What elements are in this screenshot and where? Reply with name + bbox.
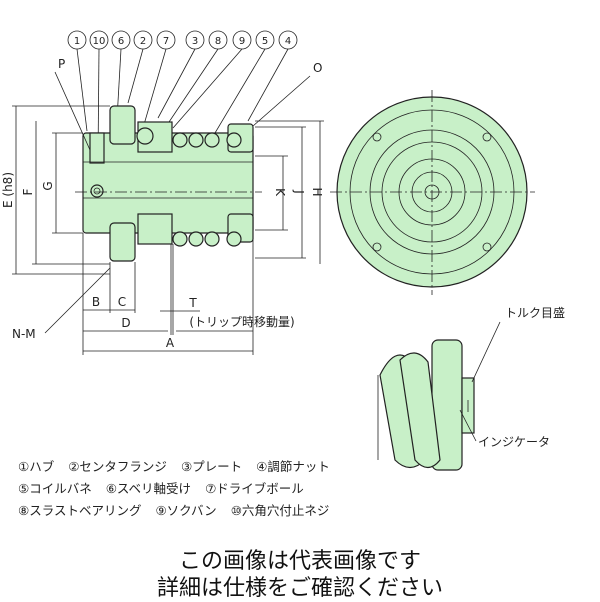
svg-text:7: 7 [163,36,169,47]
svg-text:T: T [188,296,197,310]
callout-2: 2 [127,30,153,104]
callout-7: 7 [142,30,176,129]
callout-3: 3 [157,30,205,119]
svg-text:2: 2 [140,36,146,47]
svg-text:5: 5 [262,36,268,47]
svg-text:(トリップ時移動量): (トリップ時移動量) [189,315,294,329]
coil-spring-top [172,132,242,148]
svg-text:4: 4 [285,36,291,47]
callout-8: 8 [164,30,228,129]
svg-text:F: F [21,188,35,195]
coil-spring-bottom [172,231,242,247]
svg-text:A: A [166,336,175,350]
svg-text:B: B [92,295,100,309]
callout-4: 4 [247,30,298,122]
indicator-label: インジケータ [478,435,550,449]
svg-text:10: 10 [93,36,106,47]
indicator-detail: トルク目盛 インジケータ [377,305,565,471]
svg-text:C: C [118,295,126,309]
front-view [330,90,535,295]
label-o: O [313,61,322,75]
svg-text:D: D [121,316,130,330]
callout-9: 9 [172,30,252,129]
label-nm: N-M [12,327,36,341]
svg-text:6: 6 [118,36,124,47]
svg-text:H: H [310,187,324,196]
notice-line-1: この画像は代表画像です [178,549,421,574]
callout-5: 5 [214,30,275,134]
callout-1: 1 [67,30,88,132]
svg-text:3: 3 [192,36,198,47]
torque-scale-label: トルク目盛 [505,305,565,320]
label-p: P [58,57,65,71]
section-view [75,105,262,262]
dimensions: E (h8) F G K J H B C D T (トリップ時移動量) A [1,105,324,355]
svg-text:E (h8): E (h8) [1,172,15,208]
svg-text:1: 1 [74,36,80,47]
svg-text:K: K [273,188,287,197]
svg-text:9: 9 [239,36,245,47]
notice-line-2: 詳細は仕様をご確認ください [156,576,443,601]
svg-text:G: G [41,181,55,190]
svg-text:J: J [292,189,306,194]
svg-text:8: 8 [215,36,221,47]
